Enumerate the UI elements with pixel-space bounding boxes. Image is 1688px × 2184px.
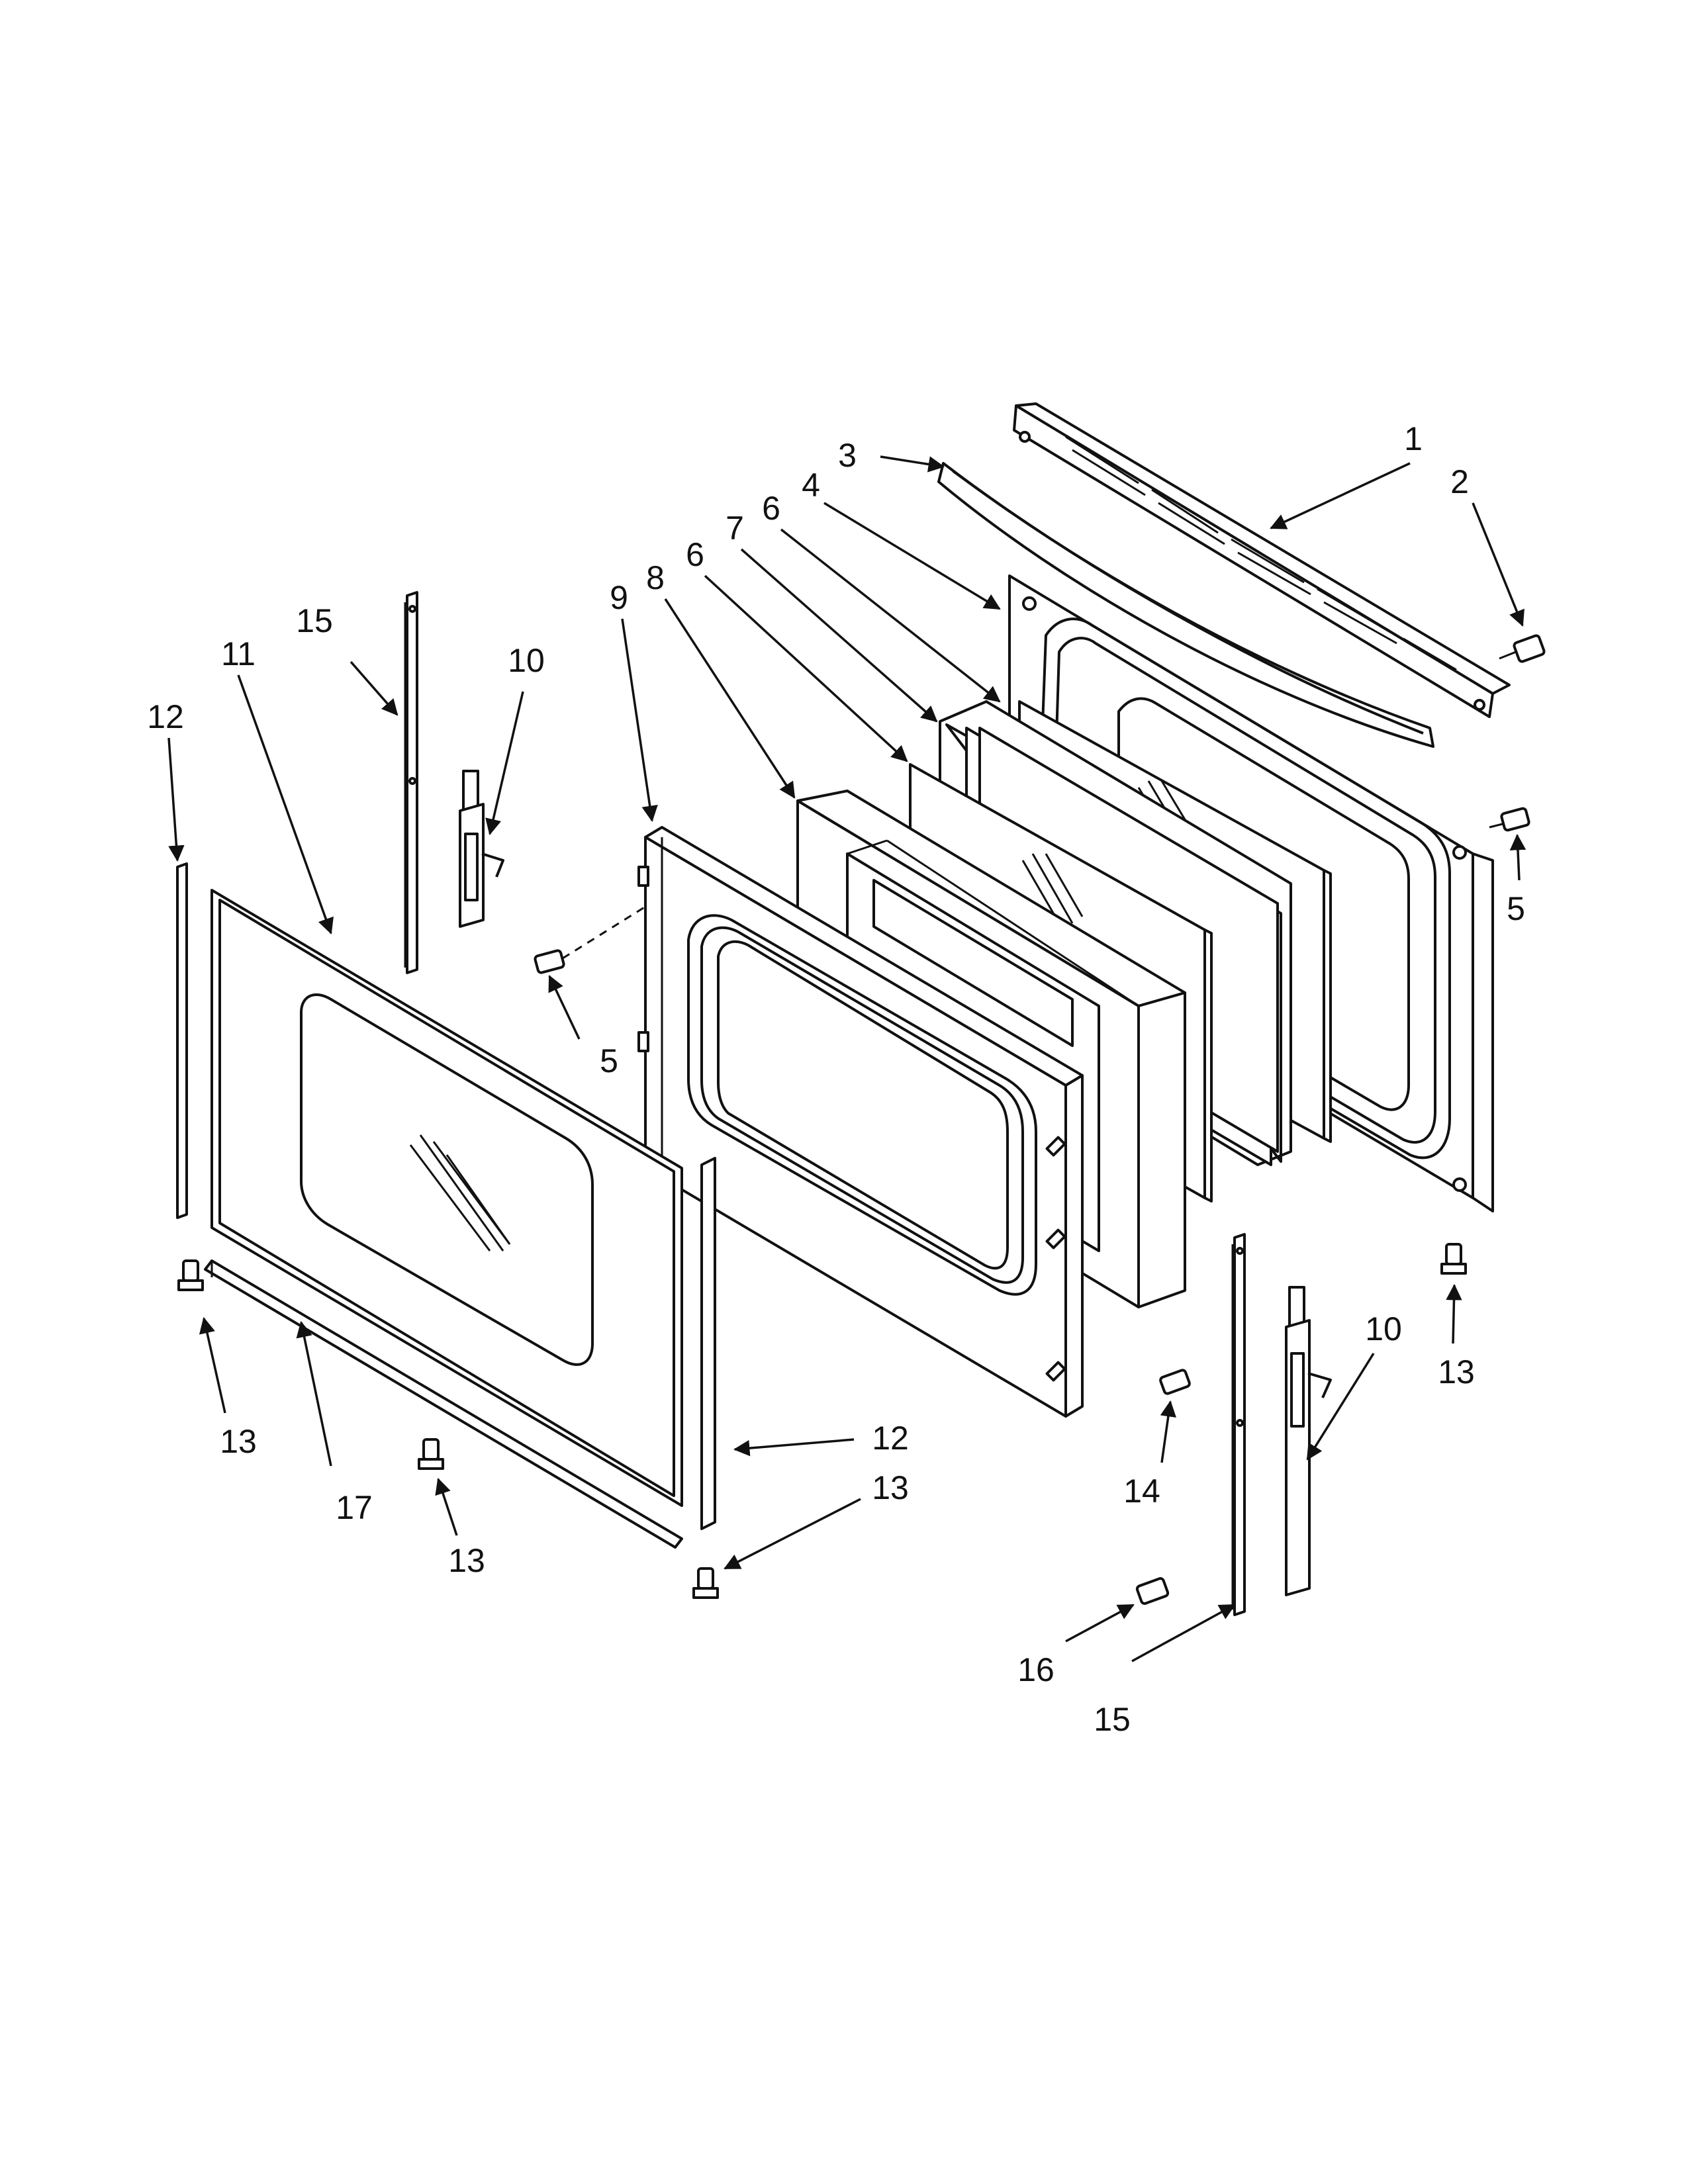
screw-13-bottom <box>418 1438 444 1470</box>
callout-11: 11 <box>221 635 256 672</box>
part-vent-trim <box>1013 402 1511 718</box>
callout-14: 14 <box>1123 1473 1160 1510</box>
screw-16 <box>1135 1577 1170 1605</box>
callout-1: 1 <box>1404 420 1423 457</box>
callout-13a: 13 <box>220 1423 257 1460</box>
callout-2: 2 <box>1450 463 1469 500</box>
screw-14 <box>1159 1369 1191 1395</box>
screw-13-left <box>177 1259 204 1291</box>
callout-13b: 13 <box>448 1542 485 1579</box>
leader-lines <box>167 455 1526 1662</box>
callout-6b: 6 <box>686 536 704 573</box>
callout-13d: 13 <box>1438 1353 1475 1390</box>
part-door-liner <box>637 826 1084 1418</box>
part-hinge-bracket-left <box>404 591 418 974</box>
screw-13-center <box>692 1567 719 1599</box>
callout-6a: 6 <box>762 490 780 527</box>
callout-5b: 5 <box>1507 890 1525 927</box>
callout-5a: 5 <box>600 1042 618 1079</box>
callout-8: 8 <box>646 559 665 596</box>
part-side-trim-left <box>176 862 188 1219</box>
callout-7: 7 <box>726 510 744 547</box>
part-hinge-right <box>1285 1286 1332 1596</box>
part-hinge-bracket-right <box>1231 1233 1246 1616</box>
callout-10a: 10 <box>508 642 545 679</box>
screw-13-right <box>1440 1243 1467 1275</box>
callout-13c: 13 <box>872 1469 909 1506</box>
callout-12b: 12 <box>872 1420 909 1457</box>
callout-9: 9 <box>610 579 628 616</box>
callout-17: 17 <box>336 1489 373 1526</box>
part-outer-door-glass <box>211 889 683 1507</box>
callout-3: 3 <box>838 437 857 474</box>
screw-5-right <box>1489 807 1530 832</box>
callout-10b: 10 <box>1365 1310 1402 1347</box>
callout-15b: 15 <box>1094 1701 1131 1738</box>
screw-5-left <box>534 905 646 974</box>
callout-16: 16 <box>1017 1651 1055 1688</box>
part-door-handle <box>937 462 1434 748</box>
part-screw-2 <box>1499 634 1546 663</box>
callout-4: 4 <box>802 467 820 504</box>
part-bottom-trim <box>204 1259 683 1549</box>
callout-15a: 15 <box>296 602 333 639</box>
callout-12a: 12 <box>147 698 184 735</box>
part-side-trim-right <box>700 1157 716 1530</box>
part-hinge-left <box>459 770 504 928</box>
